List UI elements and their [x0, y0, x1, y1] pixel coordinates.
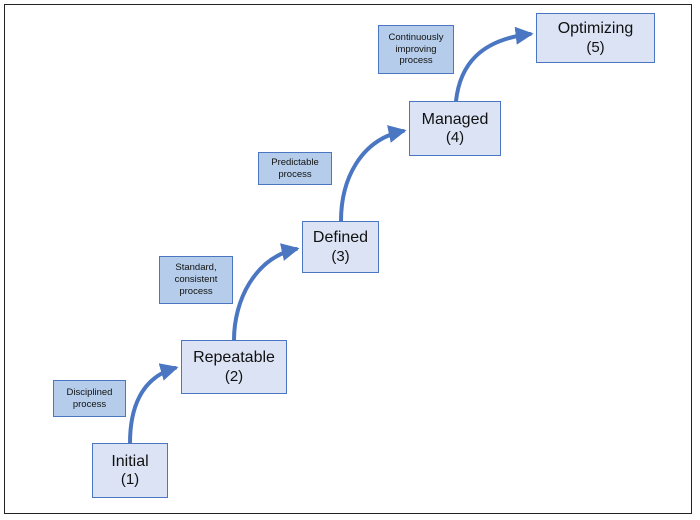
note-line: Disciplined [66, 386, 113, 398]
level-number: (4) [445, 129, 465, 147]
level-name: Optimizing [557, 20, 634, 38]
note-standard-consistent-process: Standard, consistent process [159, 256, 233, 304]
level-number: (2) [224, 367, 244, 385]
note-line: process [72, 398, 107, 410]
note-line: process [278, 168, 312, 180]
arrow-managed-to-optimizing [454, 26, 534, 103]
note-line: Continuously [388, 31, 444, 43]
level-name: Defined [312, 229, 369, 247]
note-disciplined-process: Disciplined process [53, 380, 126, 417]
note-line: Standard, [175, 262, 217, 274]
arrow-repeatable-to-defined [232, 243, 300, 342]
level-number: (3) [331, 247, 350, 265]
note-line: process [399, 55, 433, 67]
level-number: (5) [586, 38, 605, 56]
note-line: Predictable [271, 156, 319, 168]
level-initial-box: Initial (1) [92, 443, 168, 498]
note-line: improving [395, 43, 437, 55]
note-continuously-improving-process: Continuously improving process [378, 25, 454, 74]
arrow-initial-to-repeatable [128, 363, 179, 445]
note-line: process [179, 285, 213, 297]
level-name: Initial [111, 452, 149, 470]
note-line: consistent [174, 274, 218, 286]
level-repeatable-box: Repeatable (2) [181, 340, 287, 394]
level-managed-box: Managed (4) [409, 101, 501, 156]
level-number: (1) [120, 471, 140, 489]
level-name: Repeatable [193, 349, 275, 367]
level-defined-box: Defined (3) [302, 221, 379, 273]
level-optimizing-box: Optimizing (5) [536, 13, 655, 63]
note-predictable-process: Predictable process [258, 152, 332, 185]
arrow-defined-to-managed [339, 125, 407, 223]
level-name: Managed [421, 110, 489, 128]
